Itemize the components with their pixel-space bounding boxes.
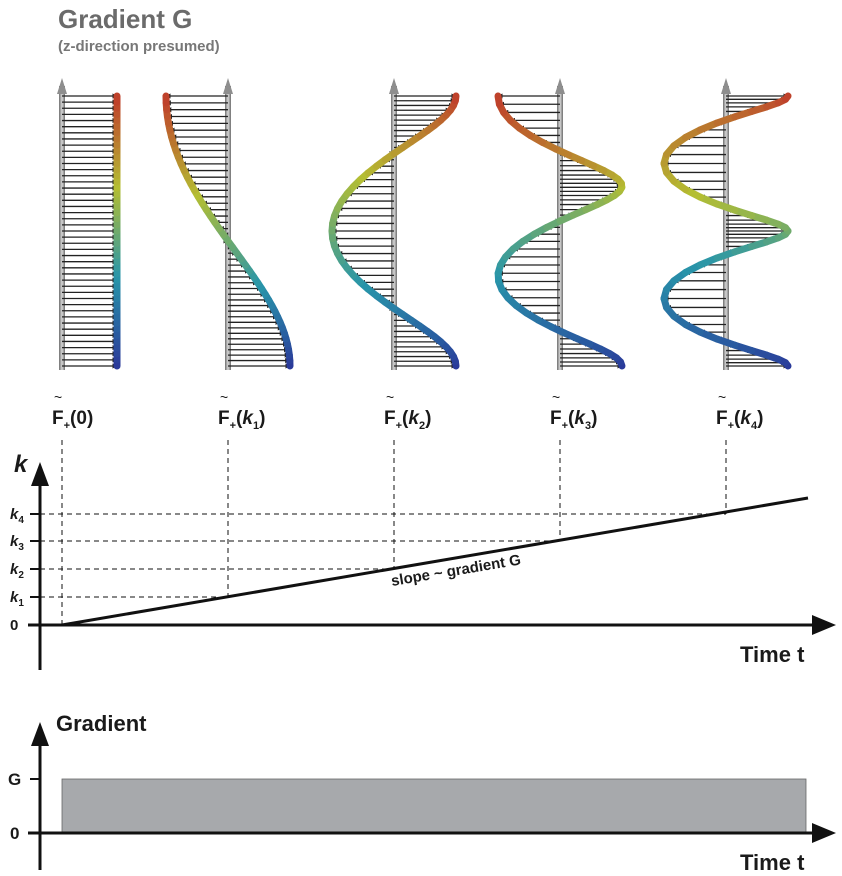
k-tick-label-3: k1: [10, 589, 24, 609]
time-axis-label-top: Time t: [740, 642, 805, 667]
gradient-tick-g: G: [8, 770, 21, 789]
snapshot-label-3: F+(k3): [550, 408, 597, 432]
snapshot-label-1: F+(k1): [218, 408, 265, 432]
tilde-mark: ~: [552, 389, 560, 405]
k-tick-label-4: 0: [10, 617, 18, 634]
tilde-mark: ~: [718, 389, 726, 405]
tilde-mark: ~: [386, 389, 394, 405]
gradient-bar: [61, 778, 807, 834]
helix-segment: [494, 92, 503, 108]
k-tick-label-0: k4: [10, 506, 24, 526]
diagram-title: Gradient G: [58, 4, 193, 34]
k-ticks: k4 k3 k2 k1 0: [10, 506, 40, 634]
helix-0: [57, 78, 121, 370]
helix-3: [494, 78, 626, 370]
diagram-subtitle: (z-direction presumed): [58, 38, 220, 55]
gradient-time-label: Time t: [740, 850, 805, 875]
helix-4: [660, 78, 792, 370]
axis-rod-tip: [555, 78, 565, 94]
guide-lines: [40, 440, 727, 625]
tilde-mark: ~: [220, 389, 228, 405]
snapshot-label-2: F+(k2): [384, 408, 431, 432]
k-slope-line: [61, 496, 809, 627]
tilde-mark: ~: [54, 389, 62, 405]
helix-1: [162, 78, 294, 370]
helix-segment: [781, 92, 792, 103]
snapshot-labels: F+(0) ~ F+(k1) ~ F+(k2) ~ F+(k3) ~ F+(k4) ~: [52, 389, 763, 432]
helix-2: [328, 78, 460, 370]
axis-rod-tip: [721, 78, 731, 94]
axis-rod: [391, 86, 397, 370]
gradient-tick-0: 0: [10, 824, 19, 843]
k-tick-label-1: k3: [10, 533, 24, 553]
helix-segment: [451, 92, 460, 105]
snapshot-label-0: F+(0): [52, 408, 93, 432]
axis-rod-tip: [389, 78, 399, 94]
time-axis-arrowhead: [812, 615, 836, 635]
gradient-y-arrowhead: [31, 722, 49, 746]
gradient-time-arrowhead: [812, 823, 836, 843]
helix-group: [57, 78, 792, 370]
k-tick-label-2: k2: [10, 561, 24, 581]
gradient-axis-label: Gradient: [56, 711, 147, 736]
axis-rod-tip: [57, 78, 67, 94]
axis-rod-tip: [223, 78, 233, 94]
k-axis-arrowhead: [31, 462, 49, 486]
snapshot-label-4: F+(k4): [716, 408, 763, 432]
gradient-plot: Gradient G 0 Time t: [8, 711, 836, 875]
k-axis-label: k: [14, 451, 29, 478]
axis-rod: [59, 86, 65, 370]
